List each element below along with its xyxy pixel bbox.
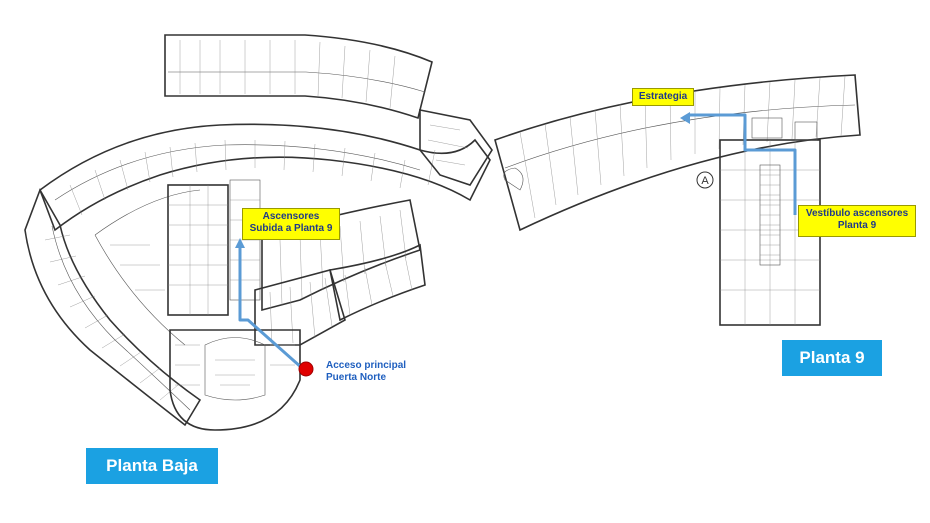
route-arrowhead-ground bbox=[235, 238, 245, 248]
lobby-callout-line-2: Planta 9 bbox=[837, 220, 877, 231]
strategy-callout-text: Estrategia bbox=[638, 91, 688, 102]
ground-floor-plan bbox=[24, 34, 493, 431]
elevators-callout: Ascensores Subida a Planta 9 bbox=[242, 208, 340, 240]
entrance-label: Acceso principal Puerta Norte bbox=[326, 360, 436, 384]
ground-floor-title: Planta Baja bbox=[86, 448, 218, 484]
lobby-callout: Vestíbulo ascensores Planta 9 bbox=[798, 205, 916, 237]
grid-marker-label: A bbox=[701, 175, 709, 187]
elevators-callout-line-2: Subida a Planta 9 bbox=[249, 223, 333, 234]
floor-9-title: Planta 9 bbox=[782, 340, 882, 376]
grid-marker-circle bbox=[696, 171, 714, 189]
entrance-marker bbox=[298, 361, 314, 377]
ground-floor-title-text: Planta Baja bbox=[106, 456, 198, 475]
ground-floor-route bbox=[238, 244, 303, 370]
elevators-callout-line-1: Ascensores bbox=[262, 211, 320, 222]
floor-9-title-text: Planta 9 bbox=[799, 348, 865, 367]
lobby-callout-line-1: Vestíbulo ascensores bbox=[805, 208, 909, 219]
entrance-label-line-2: Puerta Norte bbox=[326, 372, 387, 383]
strategy-callout: Estrategia bbox=[632, 88, 694, 106]
floor-9-plan bbox=[494, 74, 861, 326]
entrance-label-line-1: Acceso principal bbox=[326, 360, 407, 371]
route-arrowhead-floor-9 bbox=[680, 112, 690, 124]
